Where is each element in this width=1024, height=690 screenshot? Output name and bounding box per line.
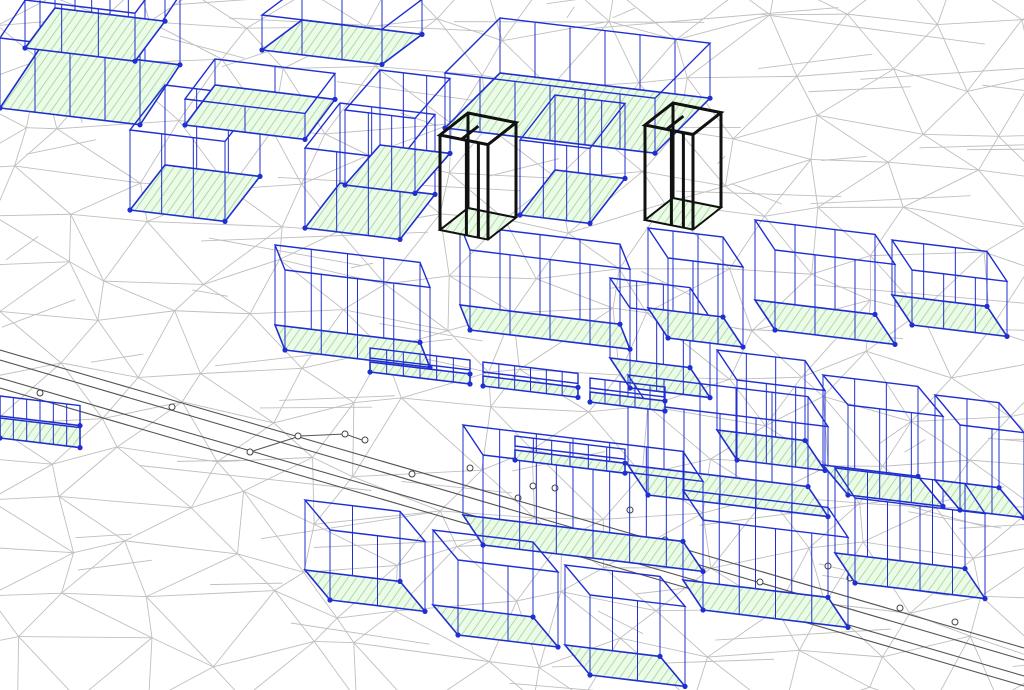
- building-c-1[interactable]: [646, 227, 746, 350]
- selected-building-2[interactable]: [641, 101, 725, 231]
- building-e-2[interactable]: [0, 395, 83, 451]
- building-a-4[interactable]: [182, 58, 338, 142]
- rail-node: [951, 618, 959, 626]
- building-b-1[interactable]: [342, 69, 453, 196]
- building-a-2[interactable]: [22, 0, 168, 64]
- rail-node: [168, 403, 176, 411]
- building-c-3[interactable]: [890, 239, 1010, 339]
- rail-node: [896, 604, 904, 612]
- building-c-2[interactable]: [753, 219, 898, 347]
- building-d-6[interactable]: [431, 529, 561, 650]
- rail-node: [756, 578, 764, 586]
- building-d-4[interactable]: [833, 467, 988, 602]
- building-e-5[interactable]: [587, 377, 668, 414]
- rail-node: [408, 470, 416, 478]
- selected-building-1[interactable]: [436, 111, 520, 241]
- rail-node: [551, 484, 559, 492]
- rail-node: [36, 389, 44, 397]
- rail-node: [341, 430, 349, 438]
- building-e-1[interactable]: [563, 564, 688, 690]
- building-b-5[interactable]: [458, 224, 633, 352]
- building-d-2[interactable]: [461, 424, 706, 575]
- building-c-4[interactable]: [715, 349, 828, 474]
- building-c-6[interactable]: [821, 374, 946, 509]
- building-e-4[interactable]: [480, 361, 581, 400]
- building-d-3[interactable]: [681, 489, 851, 631]
- rail-node: [466, 464, 474, 472]
- rail-node: [294, 432, 302, 440]
- rail-node: [361, 436, 369, 444]
- building-d-1[interactable]: [933, 394, 1024, 521]
- building-e-3[interactable]: [367, 347, 473, 387]
- building-a-5[interactable]: [259, 0, 425, 67]
- selected-building-group: [436, 101, 725, 241]
- building-a-1[interactable]: [0, 0, 183, 128]
- building-a-6[interactable]: [302, 102, 438, 242]
- rail-node: [246, 448, 254, 456]
- building-e-6[interactable]: [512, 435, 628, 476]
- rail-node: [529, 482, 537, 490]
- building-b-4[interactable]: [273, 244, 433, 370]
- building-d-5[interactable]: [303, 499, 428, 615]
- building-b-3[interactable]: [517, 94, 628, 226]
